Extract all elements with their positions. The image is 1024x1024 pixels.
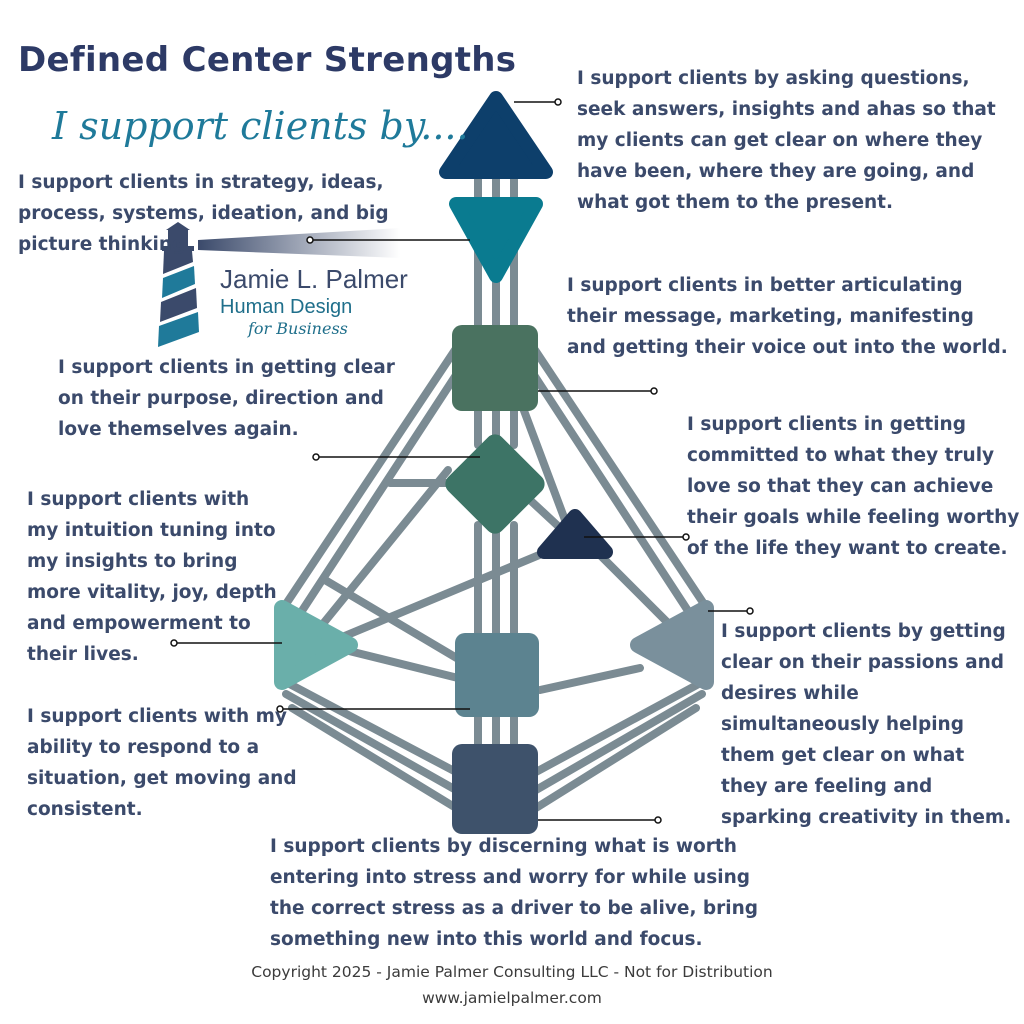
lighthouse-icon	[158, 222, 199, 347]
logo-name: Jamie L. Palmer	[220, 264, 408, 294]
sacral-center-note: I support clients with my ability to res…	[27, 706, 297, 820]
channel	[532, 704, 700, 812]
channel	[282, 690, 460, 794]
solar-plexus-center	[630, 600, 714, 690]
connector-dot	[554, 98, 562, 106]
connectors	[170, 98, 754, 824]
g-center	[445, 434, 545, 534]
connector-dot	[650, 387, 658, 395]
connector-dot	[312, 453, 320, 461]
spleen-center-note: I support clients with my intuition tuni…	[27, 489, 277, 665]
spleen-center	[274, 600, 358, 690]
throat-center-note: I support clients in better articulating…	[567, 275, 1008, 358]
connector-dot	[654, 816, 662, 824]
logo-tagline-script: for Business	[248, 319, 348, 338]
connector-dot	[682, 533, 690, 541]
solar-plexus-center-note: I support clients by getting clear on th…	[721, 621, 1012, 828]
connector-dot	[306, 236, 314, 244]
channel	[341, 646, 462, 682]
channel	[278, 346, 459, 614]
root-center	[452, 744, 538, 834]
channel	[336, 544, 560, 642]
head-center-note: I support clients by asking questions, s…	[577, 68, 996, 213]
channel	[531, 346, 712, 614]
copyright-text: Copyright 2025 - Jamie Palmer Consulting…	[251, 963, 773, 981]
lighthouse-beam	[198, 228, 400, 258]
channel	[532, 690, 706, 794]
connector-dot	[170, 639, 178, 647]
logo-tagline: Human Design	[220, 296, 353, 318]
channel	[288, 704, 460, 812]
head-center	[439, 91, 553, 179]
heart-center	[537, 509, 613, 559]
connector-dot	[746, 607, 754, 615]
website-link[interactable]: www.jamielpalmer.com	[422, 989, 602, 1007]
brand-logo: Jamie L. Palmer Human Design for Busines…	[150, 222, 430, 347]
channel	[318, 466, 452, 629]
ajna-center-note: I support clients in strategy, ideas, pr…	[18, 172, 389, 255]
channel	[516, 396, 569, 524]
sacral-center	[455, 633, 539, 717]
channel	[536, 664, 644, 694]
throat-center	[452, 325, 538, 411]
channel	[528, 368, 698, 624]
g-center-note: I support clients in getting clear on th…	[58, 357, 395, 440]
page-title: Defined Center Strengths	[18, 40, 517, 80]
ajna-center	[449, 197, 543, 283]
heart-center-note: I support clients in getting committed t…	[687, 414, 1020, 559]
connector-dot	[276, 705, 284, 713]
channel	[278, 676, 460, 776]
root-center-note: I support clients by discerning what is …	[270, 836, 759, 950]
channel	[321, 576, 464, 664]
channel	[526, 496, 562, 530]
script-subtitle: I support clients by....	[52, 104, 469, 148]
channel	[532, 676, 710, 776]
channels	[278, 146, 712, 812]
